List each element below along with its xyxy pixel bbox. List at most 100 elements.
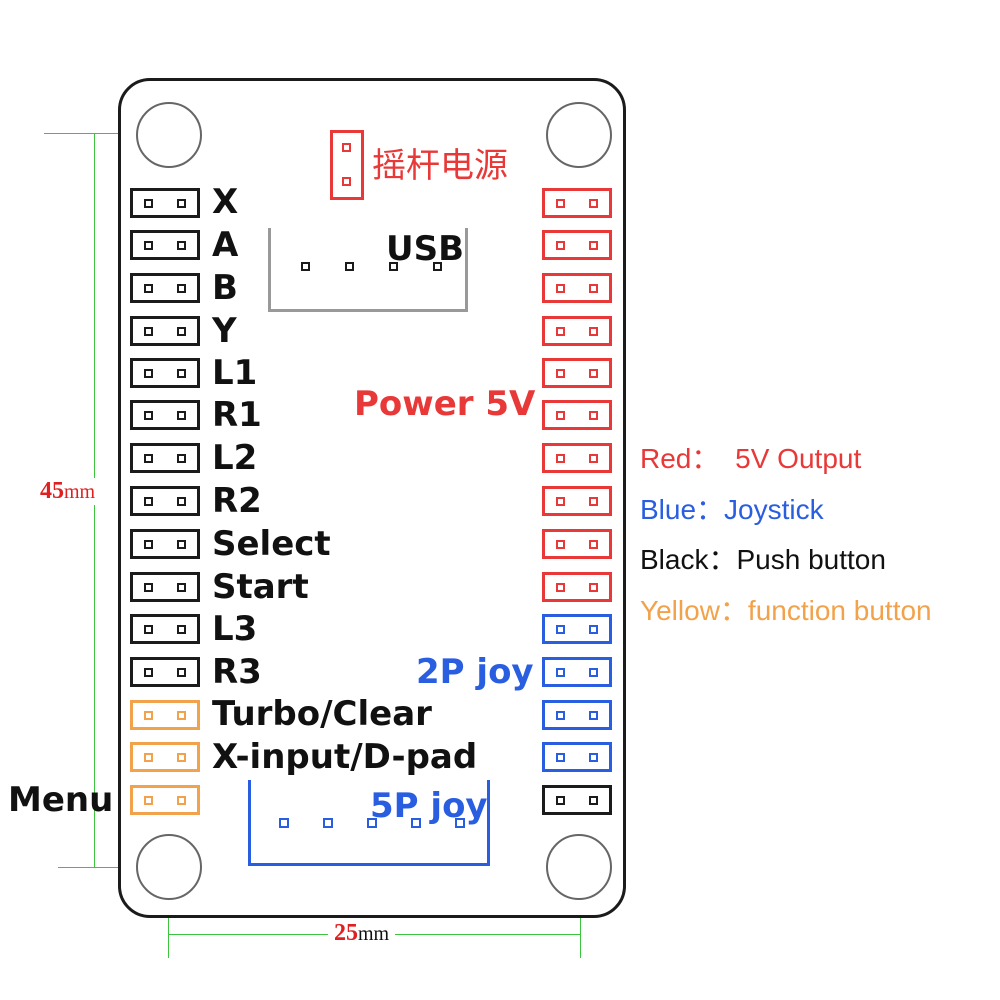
- legend-red-desc: 5V Output: [735, 443, 862, 474]
- pin: [589, 583, 598, 592]
- header-power-5v: [542, 443, 612, 473]
- pin: [177, 497, 186, 506]
- joy-5p-pin: [279, 818, 289, 828]
- pin: [144, 199, 153, 208]
- pin: [177, 369, 186, 378]
- header-turbo-clear: [130, 700, 200, 730]
- pin: [144, 625, 153, 634]
- mount-hole-bottom-right: [546, 834, 612, 900]
- width-dimension: 25mm: [328, 920, 396, 947]
- label-l3: L3: [212, 609, 258, 649]
- height-unit: mm: [64, 481, 96, 503]
- header-l3: [130, 614, 200, 644]
- power-5v-label: Power 5V: [354, 384, 536, 424]
- joy-5p-connector: [248, 780, 490, 866]
- height-dim-bottom-tick: [58, 867, 170, 868]
- mount-hole-top-left: [136, 102, 202, 168]
- header-menu: [130, 785, 200, 815]
- pin: [589, 753, 598, 762]
- legend-black-name: Black：: [640, 544, 737, 575]
- header-power-5v: [542, 273, 612, 303]
- pin: [177, 796, 186, 805]
- legend-blue-name: Blue：: [640, 494, 725, 525]
- pin: [589, 497, 598, 506]
- header-joystick-2p: [542, 657, 612, 687]
- pin: [556, 540, 565, 549]
- joystick-power-jumper: [330, 130, 364, 200]
- height-dimension: 45mm: [40, 478, 96, 505]
- pin: [589, 327, 598, 336]
- pin: [589, 411, 598, 420]
- header-joystick-2p: [542, 742, 612, 772]
- header-joystick-2p: [542, 700, 612, 730]
- pin: [556, 369, 565, 378]
- pin: [144, 796, 153, 805]
- height-dim-top-tick: [44, 133, 168, 134]
- legend-yellow: Yellow：function button: [640, 594, 932, 628]
- pcb-board: [118, 78, 626, 918]
- pin: [144, 540, 153, 549]
- label-menu: Menu: [8, 780, 114, 820]
- pin: [177, 284, 186, 293]
- jumper-pin: [342, 177, 351, 186]
- pin: [144, 284, 153, 293]
- usb-connector: [268, 228, 468, 312]
- header-b: [130, 273, 200, 303]
- header-start: [130, 572, 200, 602]
- header-push-button: [542, 785, 612, 815]
- pin: [177, 199, 186, 208]
- joy-5p-pin: [455, 818, 465, 828]
- pin: [556, 497, 565, 506]
- label-a: A: [212, 225, 239, 265]
- pin: [556, 625, 565, 634]
- usb-pin: [301, 262, 310, 271]
- legend-blue-desc: Joystick: [724, 494, 824, 525]
- legend-red-name: Red：: [640, 443, 720, 474]
- pin: [589, 711, 598, 720]
- pin: [589, 199, 598, 208]
- header-l2: [130, 443, 200, 473]
- pin: [177, 753, 186, 762]
- pin: [589, 796, 598, 805]
- legend-yellow-name: Yellow：: [640, 595, 748, 626]
- header-power-5v: [542, 486, 612, 516]
- label-b: B: [212, 268, 238, 308]
- header-y: [130, 316, 200, 346]
- legend-yellow-desc: function button: [747, 595, 932, 626]
- usb-label: USB: [386, 229, 465, 269]
- usb-pin: [389, 262, 398, 271]
- pin: [589, 284, 598, 293]
- pin: [556, 454, 565, 463]
- pin: [177, 540, 186, 549]
- joystick-power-label: 摇杆电源: [372, 146, 508, 186]
- pin: [589, 540, 598, 549]
- label-l2: L2: [212, 438, 258, 478]
- pin: [556, 411, 565, 420]
- header-power-5v: [542, 316, 612, 346]
- header-r1: [130, 400, 200, 430]
- usb-pin: [433, 262, 442, 271]
- label-y: Y: [212, 311, 237, 351]
- pin: [589, 668, 598, 677]
- width-unit: mm: [358, 923, 390, 945]
- joy-5p-pin: [367, 818, 377, 828]
- joy-5p-pin: [323, 818, 333, 828]
- joy-2p-label: 2P joy: [416, 652, 534, 692]
- label-start: Start: [212, 567, 309, 607]
- header-power-5v: [542, 188, 612, 218]
- pin: [177, 668, 186, 677]
- pin: [556, 284, 565, 293]
- mount-hole-bottom-left: [136, 834, 202, 900]
- header-power-5v: [542, 358, 612, 388]
- label-r1: R1: [212, 395, 262, 435]
- height-value: 45: [40, 478, 64, 504]
- pin: [177, 583, 186, 592]
- pin: [177, 454, 186, 463]
- pin: [556, 199, 565, 208]
- pin: [589, 369, 598, 378]
- pin: [589, 454, 598, 463]
- header-x: [130, 188, 200, 218]
- jumper-pin: [342, 143, 351, 152]
- pin: [556, 327, 565, 336]
- label-x: X: [212, 182, 239, 222]
